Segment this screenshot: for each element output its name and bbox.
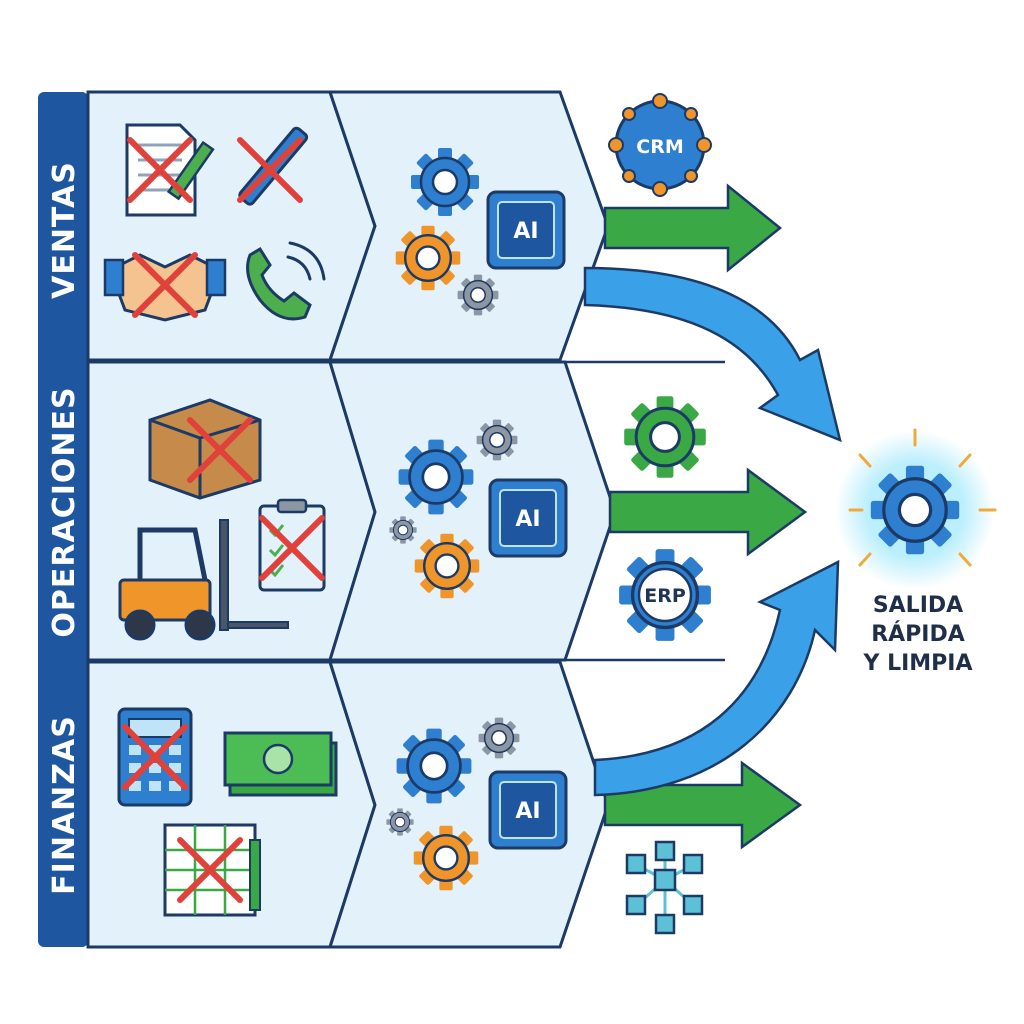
gear-icon [475, 418, 519, 462]
crm-label: CRM [636, 136, 683, 158]
crm-badge: CRM [608, 93, 712, 197]
gear-icon [456, 273, 500, 317]
chip-label: AI [515, 799, 540, 824]
dept-label-finanzas: FINANZAS [47, 715, 82, 895]
gear-icon [385, 807, 415, 837]
gear-icon [409, 146, 481, 218]
dept-label-operaciones: OPERACIONES [47, 386, 82, 637]
chip-icon: AI [488, 770, 568, 850]
dept-label-ventas: VENTAS [47, 161, 82, 299]
erp-badge: ERP [617, 547, 713, 643]
chip-label: AI [515, 507, 540, 532]
manual-tasks-column [86, 90, 377, 949]
output-line-2: RÁPIDA [871, 621, 965, 647]
chip-icon: AI [486, 190, 566, 270]
money-icon [223, 731, 338, 797]
system-gear-icon [622, 394, 708, 480]
spreadsheet-crossed-icon [163, 823, 261, 917]
ai-cluster-finanzas: AI [385, 716, 568, 892]
output-line-3: Y LIMPIA [862, 651, 972, 676]
blue-arrows [583, 266, 842, 797]
chip-icon: AI [488, 478, 568, 558]
gear-icon [394, 224, 462, 292]
ai-cluster-operaciones: AI [388, 418, 568, 600]
output-line-1: SALIDA [873, 593, 963, 618]
pen-crossed-icon [238, 126, 309, 206]
sidebar [38, 92, 88, 947]
row-dividers [560, 360, 725, 662]
blockchain-network-icon [625, 840, 704, 935]
gear-icon [477, 716, 521, 760]
gear-icon [413, 532, 481, 600]
chip-label: AI [513, 219, 538, 244]
box-crossed-icon [148, 398, 262, 500]
gear-icon [412, 824, 480, 892]
erp-label: ERP [644, 585, 686, 607]
output-gear-icon [835, 428, 997, 590]
clipboard-crossed-icon [258, 498, 326, 592]
ai-processing-column [327, 90, 617, 949]
green-arrows [603, 183, 808, 850]
phone-icon [246, 241, 326, 321]
calculator-crossed-icon [117, 707, 193, 807]
forklift-icon [118, 519, 289, 641]
gear-icon [395, 727, 473, 805]
gear-icon [397, 438, 475, 516]
handshake-crossed-icon [103, 255, 227, 322]
ai-cluster-ventas: AI [394, 146, 566, 317]
gear-icon [388, 515, 418, 545]
document-crossed-icon [125, 123, 215, 217]
